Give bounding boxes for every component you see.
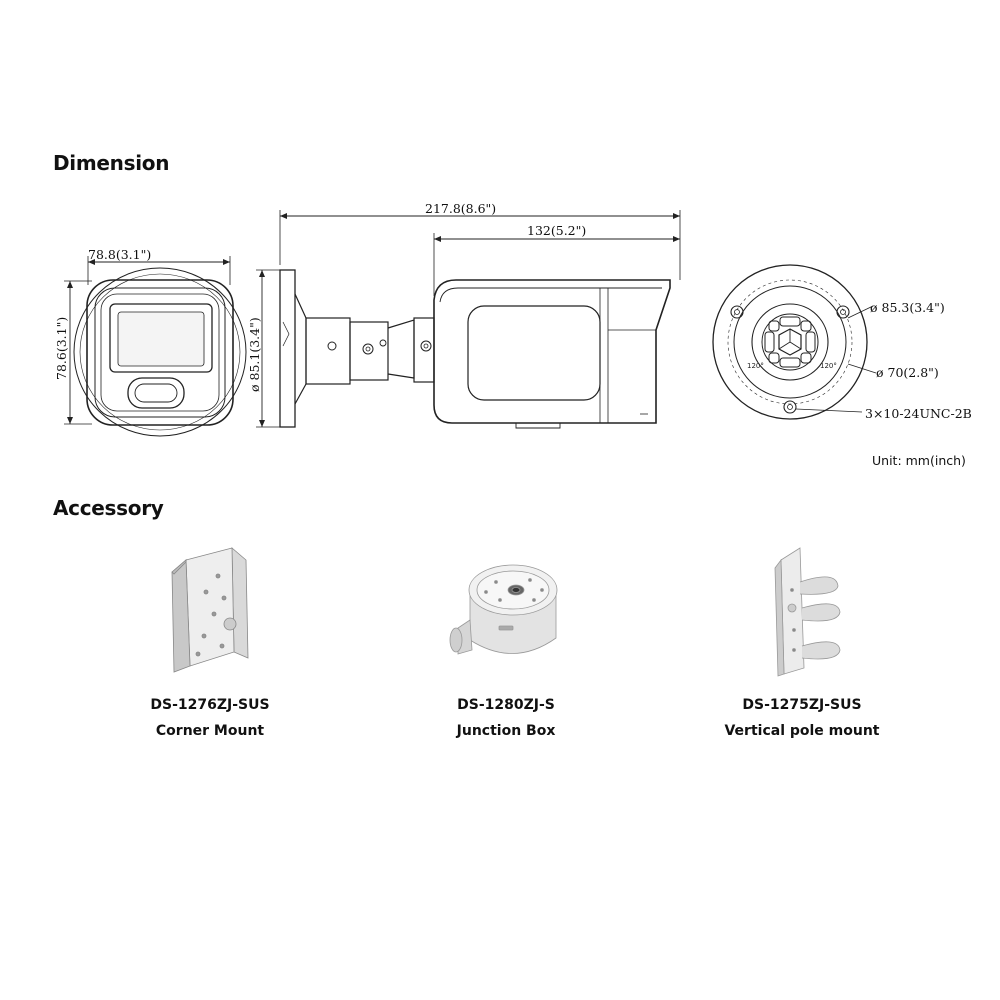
accessory-name: Corner Mount: [155, 723, 265, 739]
angle-left-label: 120°: [747, 362, 764, 370]
accessory-name: Junction Box: [456, 723, 556, 739]
dimension-heading: Dimension: [53, 151, 170, 175]
front-width-label: 78.8(3.1"): [88, 247, 151, 262]
angle-right-label: 120°: [820, 362, 837, 370]
accessory-model: DS-1276ZJ-SUS: [150, 697, 270, 713]
screw-spec-label: 3×10-24UNC-2B: [865, 406, 972, 421]
unit-note: Unit: mm(inch): [872, 453, 966, 468]
base-outer-diameter-label: ø 85.3(3.4"): [870, 300, 945, 315]
corner-mount-image: [171, 547, 249, 673]
camera-base-view: [712, 264, 877, 420]
front-height-label: 78.6(3.1"): [54, 317, 69, 380]
accessory-name: Vertical pole mount: [724, 723, 880, 739]
camera-front-view: [64, 256, 247, 437]
accessory-caption-junction-box: DS-1280ZJ-S Junction Box: [396, 692, 616, 744]
body-length-label: 132(5.2"): [527, 223, 586, 238]
junction-box-image: [449, 564, 558, 655]
accessory-model: DS-1275ZJ-SUS: [742, 697, 862, 713]
accessory-model: DS-1280ZJ-S: [457, 697, 555, 713]
vertical-pole-mount-image: [774, 547, 841, 677]
accessory-heading: Accessory: [53, 496, 164, 520]
camera-side-view: [256, 210, 681, 429]
accessory-caption-vertical-pole-mount: DS-1275ZJ-SUS Vertical pole mount: [692, 692, 912, 744]
mount-diameter-label: ø 85.1(3.4"): [247, 317, 262, 392]
total-length-label: 217.8(8.6"): [425, 201, 496, 216]
accessory-caption-corner-mount: DS-1276ZJ-SUS Corner Mount: [100, 692, 320, 744]
base-hole-circle-label: ø 70(2.8"): [876, 365, 939, 380]
